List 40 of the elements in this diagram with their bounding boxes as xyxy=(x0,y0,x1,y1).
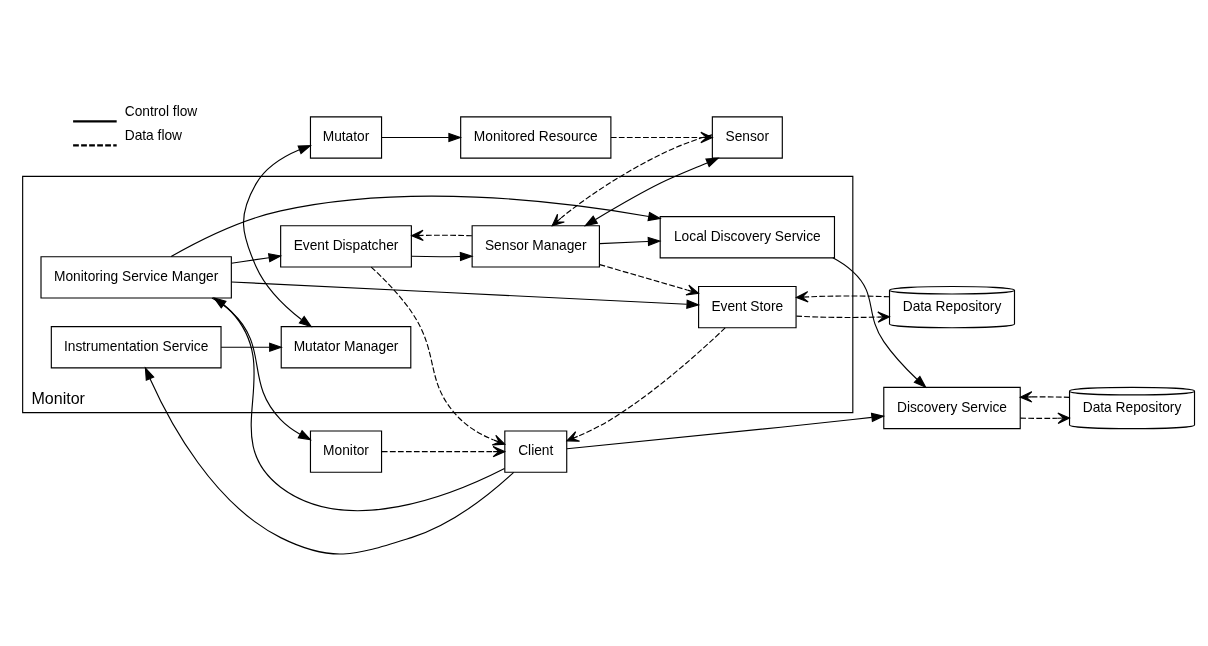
node-box: Local Discovery Service xyxy=(659,216,836,259)
arrow xyxy=(370,266,506,446)
arrow xyxy=(211,297,312,441)
arrow xyxy=(381,132,463,143)
node-box: Monitored Resource xyxy=(460,116,612,159)
legend-label: Control flow xyxy=(124,104,198,120)
node-box: Discovery Service xyxy=(883,386,1021,430)
arrow xyxy=(599,264,699,296)
arrow xyxy=(411,251,474,262)
node-box: Sensor Manager xyxy=(471,225,600,268)
node-box: Event Store xyxy=(698,285,797,329)
arrow xyxy=(242,145,313,328)
arrow xyxy=(599,236,662,247)
node-box: Mutator Manager xyxy=(280,326,412,369)
arrow xyxy=(212,297,506,512)
arrow xyxy=(220,342,283,353)
node-box: Sensor xyxy=(711,116,783,159)
arrow xyxy=(144,366,515,555)
node-box: Instrumentation Service xyxy=(50,326,222,369)
arrow xyxy=(583,157,720,227)
node-box: Client xyxy=(504,430,568,473)
arrow xyxy=(566,412,886,450)
arrow xyxy=(795,311,890,323)
arrow xyxy=(1019,391,1070,403)
arrow xyxy=(610,131,713,144)
legend-label: Data flow xyxy=(124,128,183,144)
arrow xyxy=(795,291,890,303)
arrow xyxy=(170,195,662,258)
node-box: Mutator xyxy=(309,116,383,159)
node-box: Monitoring Service Manger xyxy=(40,256,232,299)
arrow xyxy=(230,253,283,264)
arrow xyxy=(381,445,506,458)
arrow xyxy=(1019,412,1070,424)
arrow xyxy=(566,327,726,442)
node-box: Event Dispatcher xyxy=(280,225,412,268)
arrow xyxy=(411,229,473,242)
arrow xyxy=(832,257,927,389)
arrow xyxy=(551,134,713,227)
arrow xyxy=(230,281,701,310)
node-box: Monitor xyxy=(309,430,383,473)
